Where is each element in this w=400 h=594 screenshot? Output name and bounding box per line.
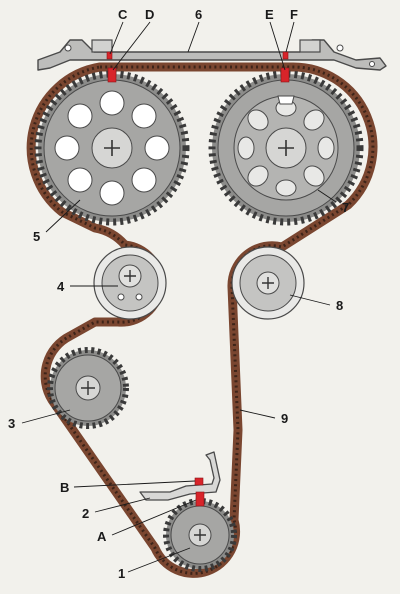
timing-mark-e [280,67,290,83]
label-9: 9 [281,411,288,426]
timing-mark-a [195,491,205,507]
bar-clip-right [299,39,321,53]
belt-teeth [29,65,375,575]
timing-marks [106,51,290,507]
camshaft-gear-right [208,70,364,226]
gear-3-bolt-icon [81,381,95,395]
timing-mark-b [194,477,204,486]
timing-mark-d [107,67,117,83]
timing-mark-c [106,51,113,60]
gear-7-key-notch [277,95,295,105]
label-e: E [265,7,274,22]
alignment-bar-body [37,39,387,71]
label-f: F [290,7,298,22]
gear-5-lightening-holes [54,90,170,206]
label-c: C [118,7,128,22]
pulley-4-pin-left [117,293,125,301]
label-a: A [97,529,107,544]
timing-belt [26,62,378,578]
bar-hole-right [336,44,344,52]
gear-7-bolt-icon [278,140,294,156]
timing-mark-f [282,51,289,60]
bar-clip-left [91,39,113,53]
pulley-4-pin-right [135,293,143,301]
camshaft-gear-left [34,70,190,226]
crank-timing-pointer [139,451,221,501]
tensioner-pulley [93,246,167,320]
water-pump-gear [47,347,129,429]
label-d: D [145,7,154,22]
leader-lines [21,21,337,573]
label-1: 1 [118,566,125,581]
label-5: 5 [33,229,40,244]
label-2: 2 [82,506,89,521]
bar-hole-end [369,61,375,67]
idler-pulley [231,246,305,320]
crankshaft-gear [163,498,237,572]
label-7: 7 [342,200,349,215]
camshaft-alignment-bar [37,39,387,71]
label-4: 4 [57,279,65,294]
bar-hole-left [64,44,72,52]
label-3: 3 [8,416,15,431]
pointer-plate [139,451,221,501]
gear-5-bolt-icon [104,140,120,156]
pulley-8-bolt-icon [262,277,274,289]
callout-labels: C D 6 E F 5 7 4 8 3 9 B 2 A 1 [8,7,349,581]
pulley-4-bolt-icon [124,270,136,282]
label-6: 6 [195,7,202,22]
gear-7-slots [237,99,335,197]
label-8: 8 [336,298,343,313]
gear-1-bolt-icon [194,529,206,541]
label-b: B [60,480,69,495]
